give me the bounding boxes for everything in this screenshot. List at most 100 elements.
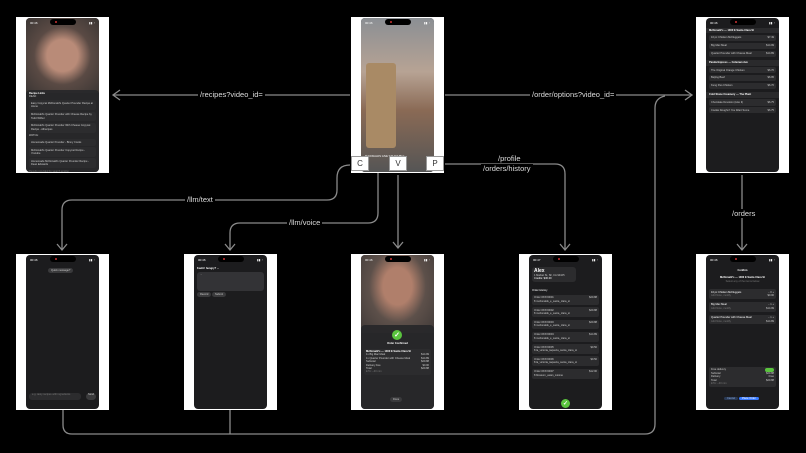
status-time: 00:46	[710, 20, 718, 25]
edge-label-orders-history: /orders/history	[481, 164, 533, 173]
select-note: Select any of the items below	[725, 280, 760, 283]
quantity-stepper[interactable]: − 1 +	[768, 316, 774, 320]
confirmation-title: Order Confirmed	[387, 342, 408, 345]
dynamic-island	[729, 19, 756, 25]
dynamic-island	[49, 256, 76, 262]
status-time: 00:46	[365, 20, 373, 25]
video-link[interactable]: Homemade Quarter Pounder - Binny Cooks	[29, 139, 96, 146]
dynamic-island	[384, 19, 411, 25]
menu-item[interactable]: The Original Orange Chicken$6.70	[709, 67, 776, 74]
orders-confirm-screen: 00:46▮▮ ◔ Confirm McDonald's — 1300 E Sa…	[696, 254, 789, 410]
dynamic-island	[217, 256, 244, 262]
subtotal-row: Subtotal$29.88	[711, 372, 774, 375]
dynamic-island	[384, 256, 411, 262]
eta-text: ETA: ~30 min	[711, 382, 727, 386]
menu-item[interactable]: 10 pc Chicken McNuggets$7.49	[709, 34, 776, 42]
status-time: 00:46	[30, 257, 38, 262]
quantity-stepper[interactable]: − 0 +	[768, 290, 774, 294]
llm-text-screen: 00:46▮▮ ◔ Quick message? e.g. tasty reci…	[16, 254, 109, 410]
recipe-link[interactable]: McDonald's Quarter Pounder with Cheese R…	[29, 111, 96, 122]
voice-title: Feelin' hungry? ...	[197, 267, 220, 270]
chat-button[interactable]: C	[351, 156, 369, 171]
restaurant-name: McDonald's — 1300 E Santa Clara St	[719, 276, 765, 279]
chat-input[interactable]: e.g. tasty recipes with ingredients	[29, 393, 81, 400]
restaurant-header[interactable]: Panda Express — Coleman Ave	[706, 60, 779, 66]
voice-button[interactable]: V	[389, 156, 407, 171]
paper-bag-graphic	[366, 63, 396, 148]
profile-screen: 00:47▮▮ ◔ Alex 1 Market St, SF, CA 94105…	[519, 254, 612, 410]
recipe-links-title: Recipe Links	[29, 92, 46, 95]
check-icon: ✓	[392, 330, 402, 340]
recipes-screen: 00:46▮▮ ◔ Recipe Links READ Easy Copycat…	[16, 17, 109, 173]
restaurant-name: McDonald's — 1300 E Santa Clara St	[366, 350, 412, 353]
order-line: 1x Big Mac Meal$14.99	[366, 353, 429, 357]
total-row: Total$29.88	[366, 367, 429, 371]
done-button[interactable]: Done	[390, 396, 403, 402]
menu-item[interactable]: Quarter Pounder with Cheese Meal$14.89	[709, 50, 776, 58]
status-time: 00:46	[710, 257, 718, 262]
status-time: 00:46	[365, 257, 373, 262]
video-link[interactable]: Homemade McDonald's Quarter Pounder Reci…	[29, 158, 96, 169]
menu-item[interactable]: Chocolate Devotion (Like It)$6.75	[709, 99, 776, 106]
profile-button[interactable]: P	[426, 156, 444, 171]
read-section-label: READ	[29, 95, 37, 99]
edge-label-orders: /orders	[730, 209, 758, 218]
video-thumbnail	[26, 18, 99, 93]
edge-label-recipes: /recipes?video_id=	[198, 90, 265, 99]
eta-text: ETA: ~30 min	[366, 370, 382, 374]
transcript-area[interactable]: ...	[197, 272, 264, 291]
edge-label-llm-voice: /llm/voice	[287, 218, 323, 227]
profile-name: Alex	[534, 268, 545, 274]
free-delivery-row: Free delivery	[711, 368, 774, 372]
dynamic-island	[49, 19, 76, 25]
recipe-link[interactable]: Easy Copycat McDonald's Quarter Pounder …	[29, 100, 96, 111]
order-confirmed-screen: 00:46▮▮ ◔ ✓ Order Confirmed McDonald's —…	[351, 254, 444, 410]
submit-button[interactable]: Submit	[212, 292, 227, 298]
status-time: 00:46	[30, 20, 38, 25]
free-delivery-toggle[interactable]	[765, 368, 774, 372]
total-row: Total$29.88	[711, 378, 774, 382]
order-line: 1x Quarter Pounder with Cheese Meal$14.8…	[366, 356, 429, 360]
menu-item[interactable]: Beijing Beef$6.95	[709, 74, 776, 82]
restaurant-header[interactable]: McDonald's — 1300 E Santa Clara St	[706, 28, 779, 34]
recipe-link[interactable]: McDonald's Quarter Pounder With Cheese C…	[29, 122, 96, 133]
menu-item[interactable]: Big Mac Meal$14.99	[709, 42, 776, 50]
profile-credits: Credits: $30.00	[534, 277, 552, 281]
profile-card: Alex 1 Market St, SF, CA 94105 Credits: …	[532, 267, 576, 282]
status-time: 00:46	[198, 257, 206, 262]
edge-label-profile: /profile	[496, 154, 523, 163]
video-link[interactable]: McDonald's Quarter Pounder Copycat Recip…	[29, 147, 96, 157]
dynamic-island	[552, 256, 579, 262]
place-order-button[interactable]: Place Order	[739, 396, 759, 400]
send-button[interactable]: Send	[86, 393, 96, 400]
delivery-row: Delivery Fee$0.00	[366, 363, 429, 367]
confirm-title: Confirm	[737, 269, 748, 272]
cancel-button[interactable]: Cancel	[724, 396, 739, 400]
edge-label-llm-text: /llm/text	[185, 195, 215, 204]
watch-section-label: WATCH	[29, 134, 39, 138]
menu-item[interactable]: Cookie Doughn't You Want Some$6.75	[709, 107, 776, 114]
chat-bubble: Quick message?	[48, 268, 74, 274]
status-time: 00:47	[533, 257, 541, 262]
llm-voice-screen: 00:46▮▮ ◔ Feelin' hungry? ... ... Record…	[184, 254, 277, 410]
dynamic-island	[729, 256, 756, 262]
order-options-screen: 00:46▮▮ ◔ McDonald's — 1300 E Santa Clar…	[696, 17, 789, 173]
record-button[interactable]: Record	[197, 292, 212, 298]
menu-item[interactable]: Kung Pao Chicken$6.70	[709, 82, 776, 90]
check-icon: ✓	[561, 399, 570, 408]
subtotal-row: Subtotal$29.88	[366, 360, 429, 364]
quantity-stepper[interactable]: − 1 +	[768, 303, 774, 307]
edge-label-order-options: /order/options?video_id=	[530, 90, 617, 99]
restaurant-header[interactable]: Cold Stone Creamery — The Plant	[706, 92, 779, 98]
